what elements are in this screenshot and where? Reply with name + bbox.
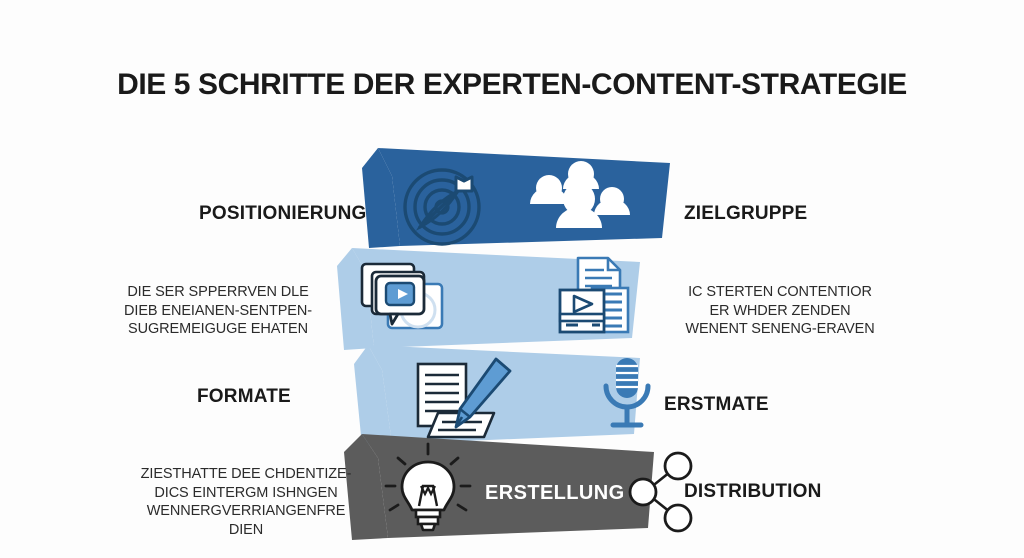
body-text-left-bottom: ZIESTHATTE DEE CHDENTIZE- DICS EINTERGM … — [140, 466, 352, 538]
label-positionierung: POSITIONIERUNG — [199, 203, 367, 224]
body-text-right-top: IC STERTEN CONTENTIOR ER WHDER ZENDEN WE… — [685, 284, 875, 338]
band-shape-formate-erstmate-tail — [354, 345, 392, 446]
label-erstellung: ERSTELLUNG — [485, 482, 625, 504]
label-distribution: DISTRIBUTION — [684, 481, 822, 502]
media-cards-icon — [360, 262, 444, 330]
page-title: DIE 5 SCHRITTE DER EXPERTEN-CONTENT-STRA… — [117, 68, 907, 101]
writing-pen-icon — [416, 357, 512, 439]
share-nodes-icon — [628, 451, 693, 533]
band-shape-erstellung-distribution-tail — [344, 434, 388, 540]
label-formate: FORMATE — [197, 386, 291, 407]
document-video-icon — [558, 256, 630, 334]
target-icon — [403, 168, 481, 246]
lightbulb-icon — [384, 442, 472, 532]
body-text-left-top: DIE SER SPPERRVEN DLE DIEB ENEIANEN-SENT… — [124, 284, 312, 338]
label-zielgruppe: ZIELGRUPPE — [684, 203, 808, 224]
audience-group-icon — [530, 161, 630, 228]
label-erstmate: ERSTMATE — [664, 394, 769, 415]
microphone-icon — [603, 358, 651, 428]
band-shape-positionierung-zielgruppe-tail — [362, 148, 400, 248]
